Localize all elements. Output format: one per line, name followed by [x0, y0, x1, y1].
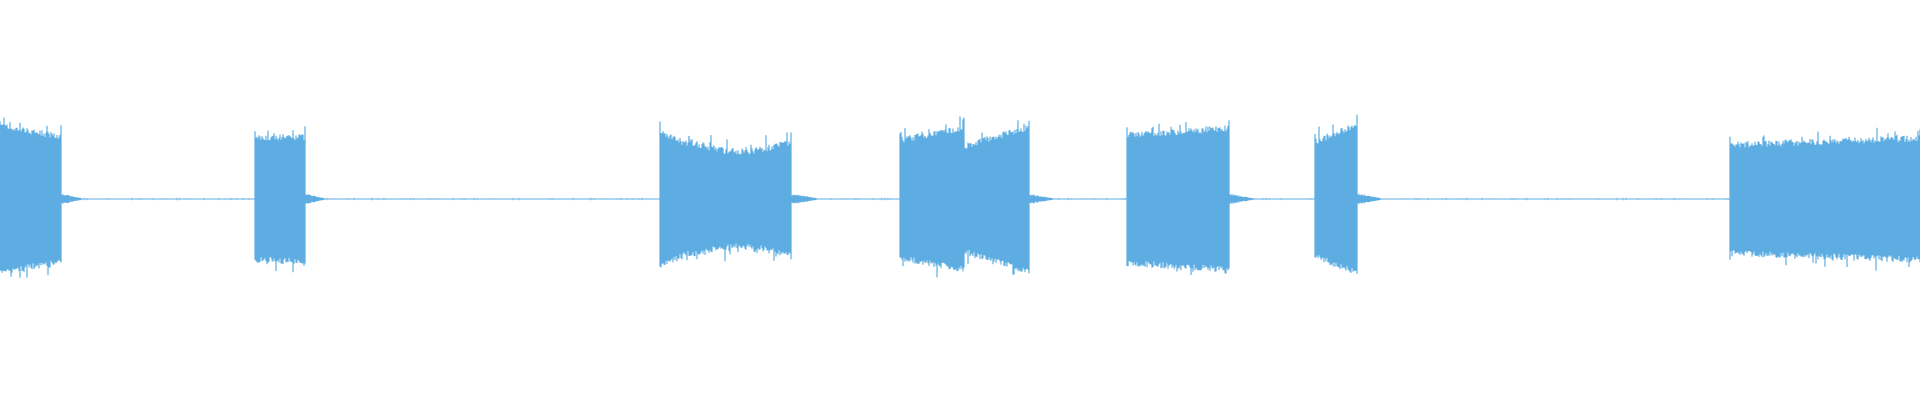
waveform-segment-body	[1730, 141, 1920, 257]
waveform-tail	[1028, 193, 1053, 205]
waveform-tail	[60, 193, 82, 205]
waveform-segment-body	[255, 140, 305, 258]
waveform-tail	[304, 194, 324, 204]
waveform-noise	[0, 197, 1918, 201]
waveform-segment-body	[0, 129, 61, 269]
waveform-segment-body	[900, 131, 964, 267]
waveform-segment-body	[660, 135, 689, 263]
waveform-peaks	[0, 114, 1920, 278]
waveform-tail	[790, 194, 817, 204]
waveform-tail	[1356, 193, 1381, 205]
waveform-segment-body	[1315, 128, 1357, 270]
waveform-segment-body	[1127, 131, 1229, 267]
waveform-segment-body	[964, 130, 1029, 268]
waveform-segment-body	[689, 144, 791, 254]
